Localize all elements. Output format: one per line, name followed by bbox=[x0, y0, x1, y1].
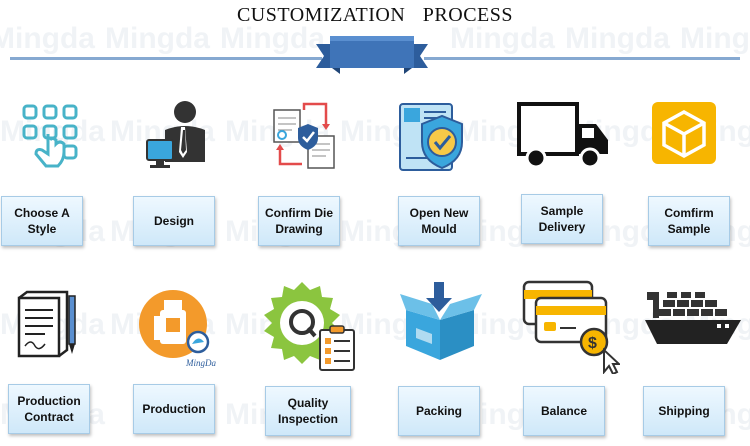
step-design: Design bbox=[133, 196, 215, 246]
step-packing: Packing bbox=[398, 386, 480, 436]
contract-pen-icon bbox=[15, 290, 81, 362]
open-box-icon bbox=[398, 280, 484, 362]
step-production: Production bbox=[133, 384, 215, 434]
step-balance: Balance bbox=[523, 386, 605, 436]
bottle-production-icon: MingDa bbox=[136, 288, 216, 368]
header-line-left bbox=[10, 57, 322, 60]
truck-icon bbox=[516, 100, 612, 172]
cube-box-icon bbox=[650, 100, 718, 166]
watermark: Mingda bbox=[105, 22, 210, 55]
cargo-ship-icon bbox=[643, 286, 743, 352]
watermark: Mingda bbox=[450, 22, 555, 55]
watermark: Mingda bbox=[565, 22, 670, 55]
mingda-badge-text: MingDa bbox=[185, 358, 216, 368]
header-ribbon-icon bbox=[316, 34, 428, 76]
watermark: Mingda bbox=[220, 22, 325, 55]
designer-computer-icon bbox=[143, 100, 208, 175]
drawing-exchange-icon bbox=[268, 102, 338, 172]
touch-grid-icon bbox=[18, 100, 88, 175]
quality-gear-icon bbox=[262, 282, 358, 372]
payment-cards-icon: $ bbox=[520, 278, 620, 374]
step-shipping: Shipping bbox=[643, 386, 725, 436]
header-line-right bbox=[424, 57, 740, 60]
shield-check-icon bbox=[398, 98, 468, 174]
svg-text:$: $ bbox=[588, 335, 597, 352]
watermark: Mingda bbox=[680, 22, 750, 55]
page-title: CUSTOMIZATION PROCESS bbox=[236, 4, 514, 26]
watermark: Mingda bbox=[0, 22, 95, 55]
